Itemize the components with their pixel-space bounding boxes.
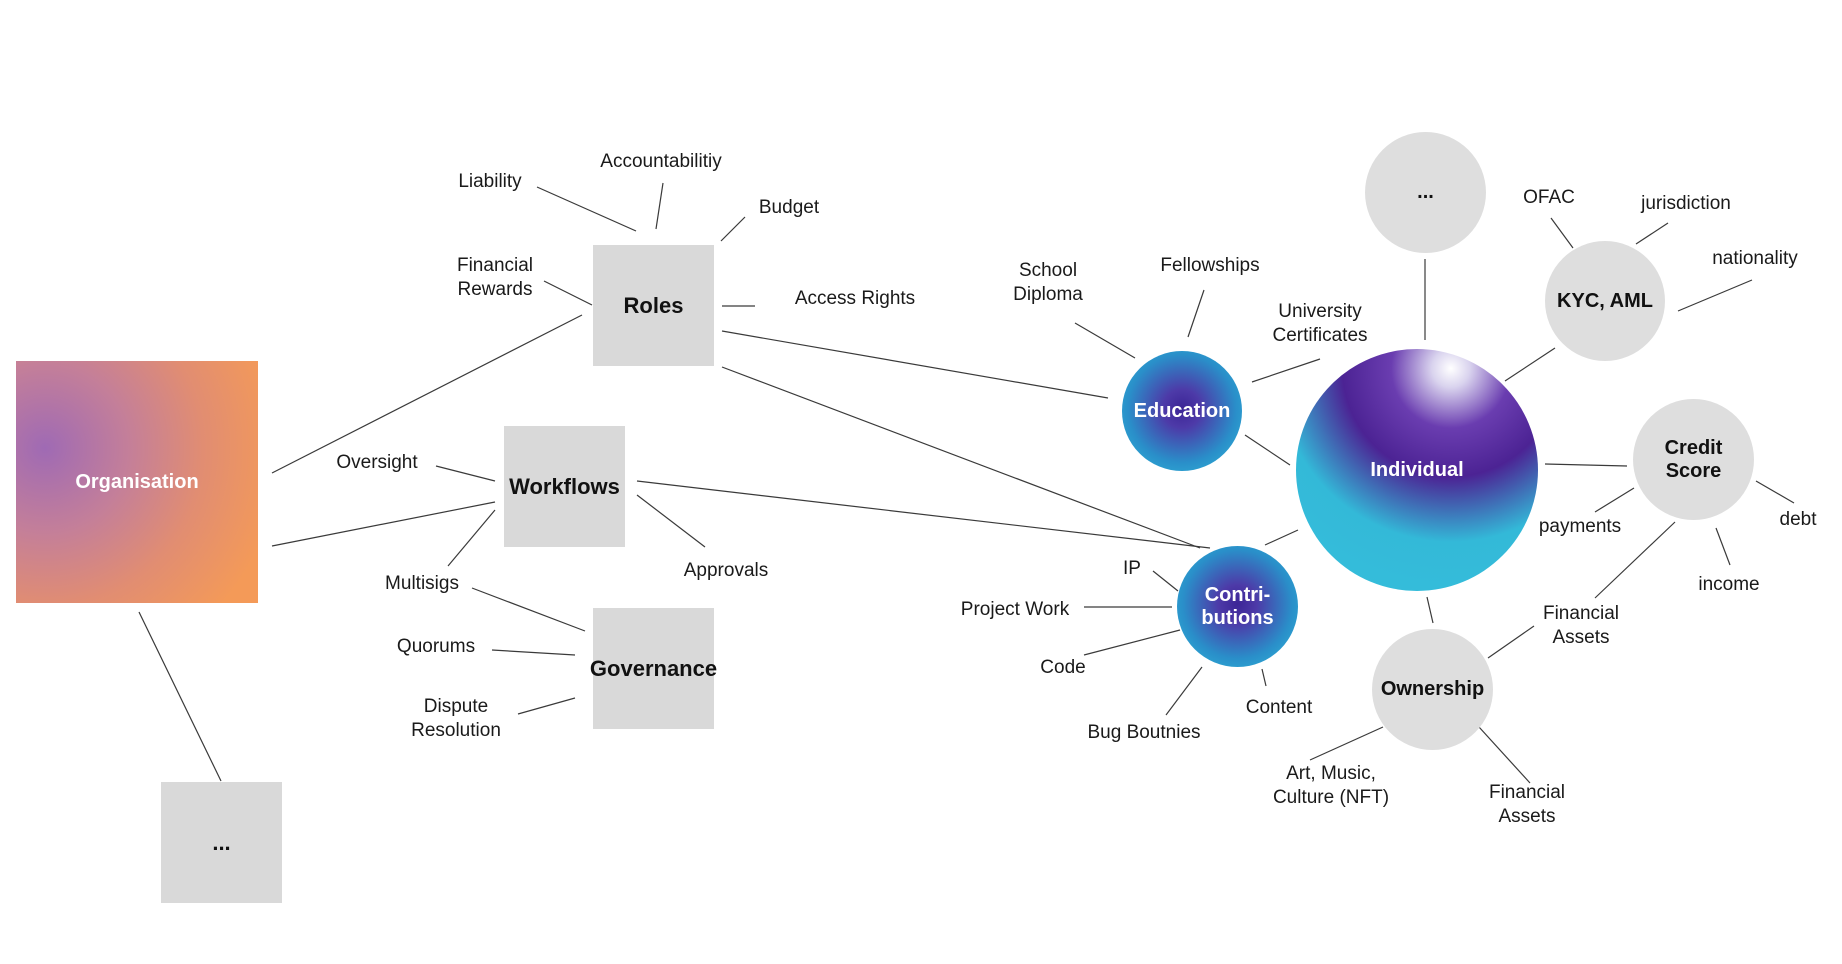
roles-node[interactable]: Roles: [593, 245, 714, 366]
organisation-label: Organisation: [75, 470, 199, 493]
contributions-node[interactable]: Contri- butions: [1177, 546, 1298, 667]
individual-more-node[interactable]: ...: [1365, 132, 1486, 253]
label-financial-rewards: Financial Rewards: [456, 255, 534, 300]
link-ip: [1152, 570, 1179, 592]
link-roles-education: [721, 330, 1109, 399]
link-multisigs-workflows: [447, 509, 496, 567]
link-credit-financial-assets: [1594, 521, 1676, 599]
label-bug-bounties: Bug Boutnies: [1087, 722, 1201, 743]
label-ip: IP: [1123, 558, 1141, 579]
link-education-individual: [1244, 434, 1291, 466]
workflows-node[interactable]: Workflows: [504, 426, 625, 547]
link-financial-assets-2: [1478, 726, 1531, 784]
organisation-more-label: ...: [212, 829, 231, 855]
label-approvals: Approvals: [683, 560, 769, 581]
link-fellowships: [1187, 289, 1205, 338]
link-financial-rewards: [543, 280, 593, 306]
link-university: [1251, 358, 1321, 383]
link-bug-bounties: [1165, 666, 1203, 716]
label-dispute-resolution: Dispute Resolution: [411, 696, 501, 741]
link-org-workflows: [271, 501, 496, 547]
label-quorums: Quorums: [396, 636, 476, 657]
label-multisigs: Multisigs: [385, 573, 459, 594]
link-quorums: [491, 649, 576, 656]
link-art: [1309, 726, 1384, 761]
link-individual-ownership: [1426, 596, 1434, 624]
label-school-diploma: School Diploma: [1013, 260, 1083, 305]
link-workflows-contributions: [636, 480, 1211, 549]
link-nationality: [1677, 279, 1753, 312]
link-individual-kyc: [1504, 347, 1556, 382]
workflows-label: Workflows: [509, 473, 620, 499]
link-debt: [1755, 480, 1795, 504]
label-income: income: [1698, 574, 1760, 595]
organisation-more-node[interactable]: ...: [161, 782, 282, 903]
label-content: Content: [1245, 697, 1313, 718]
education-node[interactable]: Education: [1122, 351, 1242, 471]
link-multisigs-governance: [471, 587, 586, 632]
label-fellowships: Fellowships: [1160, 255, 1260, 276]
link-org-roles: [271, 314, 583, 474]
link-ofac: [1550, 217, 1574, 249]
link-jurisdiction: [1635, 222, 1669, 245]
individual-label: Individual: [1370, 458, 1464, 481]
link-dispute: [517, 697, 576, 715]
label-access-rights: Access Rights: [794, 288, 916, 309]
label-debt: debt: [1779, 509, 1817, 530]
credit-score-node[interactable]: Credit Score: [1633, 399, 1754, 520]
contributions-label: Contri- butions: [1201, 583, 1274, 629]
label-project-work: Project Work: [960, 599, 1070, 620]
link-liability: [536, 186, 637, 232]
link-roles-contributions: [721, 366, 1201, 549]
ownership-label: Ownership: [1380, 678, 1485, 700]
education-label: Education: [1133, 399, 1231, 422]
link-org-more: [138, 611, 222, 782]
label-accountability: Accountabilitiy: [600, 151, 722, 172]
label-nationality: nationality: [1712, 248, 1798, 269]
label-payments: payments: [1538, 516, 1622, 537]
ownership-node[interactable]: Ownership: [1372, 629, 1493, 750]
kyc-aml-label: KYC, AML: [1557, 289, 1653, 312]
link-school: [1074, 322, 1136, 359]
label-financial-assets-ownership: Financial Assets: [1488, 782, 1566, 827]
individual-node[interactable]: Individual: [1296, 349, 1538, 591]
link-accountability: [655, 182, 664, 230]
link-income: [1715, 527, 1731, 566]
link-content: [1261, 668, 1267, 687]
kyc-aml-node[interactable]: KYC, AML: [1545, 241, 1665, 361]
link-contributions-individual: [1264, 529, 1299, 546]
governance-node[interactable]: Governance: [589, 608, 718, 729]
link-ownership-financial-assets: [1487, 625, 1535, 659]
credit-score-label: Credit Score: [1664, 436, 1723, 482]
link-approvals: [636, 494, 706, 548]
roles-label: Roles: [623, 292, 684, 318]
link-oversight: [435, 465, 496, 482]
label-budget: Budget: [758, 197, 820, 218]
organisation-node[interactable]: Organisation: [16, 361, 258, 603]
label-liability: Liability: [458, 171, 522, 192]
link-code: [1083, 629, 1181, 656]
label-ofac: OFAC: [1523, 187, 1575, 208]
individual-more-label: ...: [1417, 181, 1434, 203]
governance-label: Governance: [589, 655, 718, 681]
link-individual-credit: [1544, 463, 1628, 467]
label-jurisdiction: jurisdiction: [1641, 193, 1731, 214]
label-university-certificates: University Certificates: [1272, 301, 1368, 346]
label-oversight: Oversight: [336, 452, 418, 473]
label-financial-assets-credit: Financial Assets: [1542, 603, 1620, 648]
link-budget: [720, 216, 746, 242]
label-code: Code: [1040, 657, 1086, 678]
link-payments: [1594, 487, 1635, 513]
label-art-music-culture: Art, Music, Culture (NFT): [1272, 763, 1390, 808]
